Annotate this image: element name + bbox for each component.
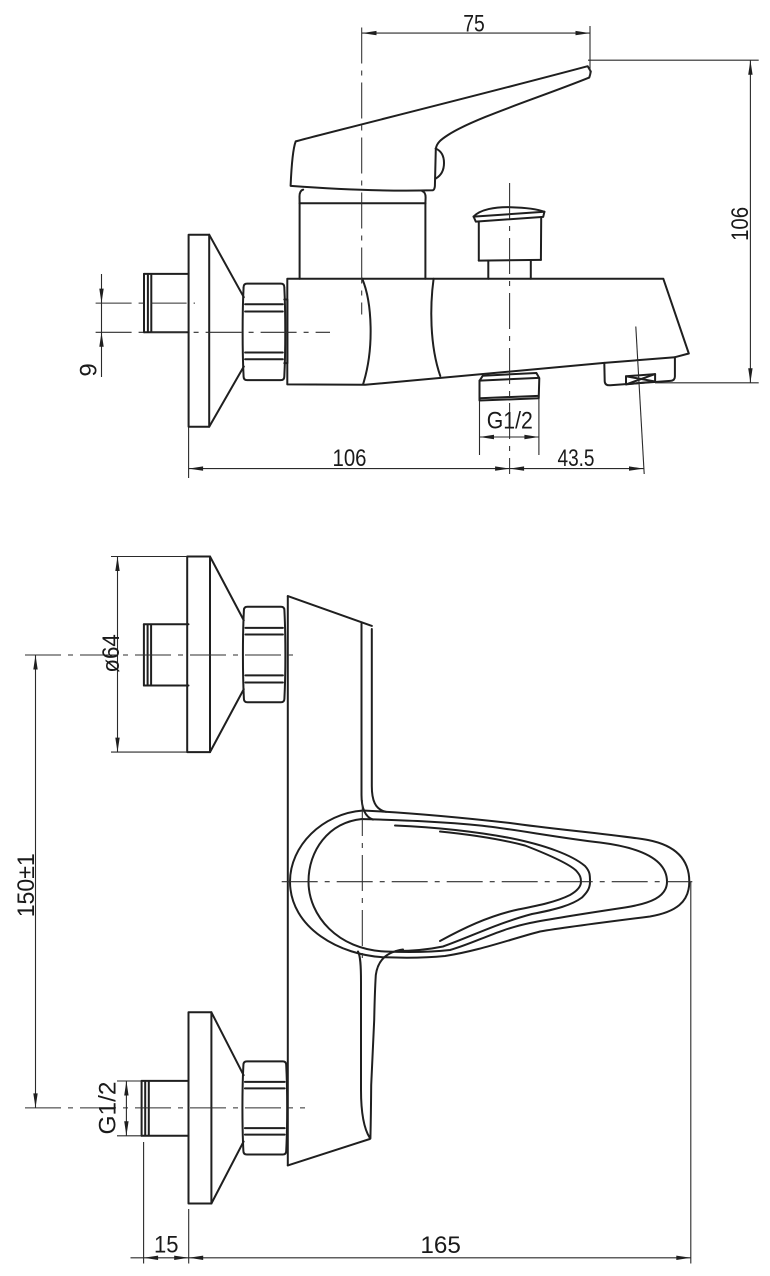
svg-text:ø64: ø64 — [98, 634, 125, 673]
svg-text:165: 165 — [420, 1232, 461, 1259]
svg-text:150±1: 150±1 — [13, 853, 40, 917]
svg-text:106: 106 — [333, 445, 367, 472]
svg-text:9: 9 — [76, 363, 103, 376]
svg-text:75: 75 — [463, 11, 485, 38]
svg-text:43.5: 43.5 — [558, 445, 595, 472]
svg-text:15: 15 — [154, 1232, 179, 1259]
svg-text:106: 106 — [727, 207, 754, 241]
svg-text:G1/2: G1/2 — [487, 408, 533, 435]
svg-text:G1/2: G1/2 — [95, 1082, 122, 1135]
